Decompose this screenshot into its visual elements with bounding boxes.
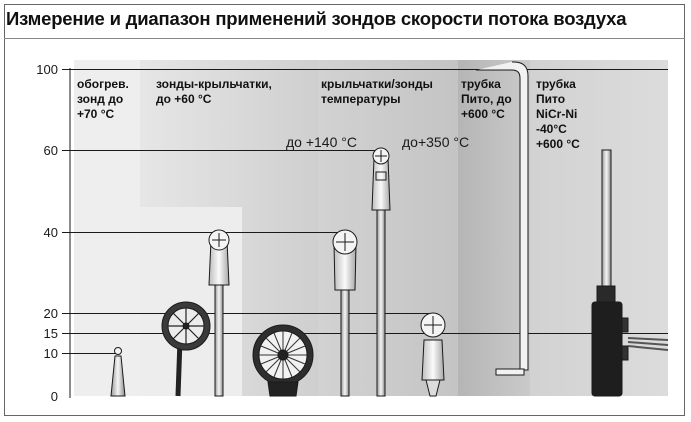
label-vane: зонды-крыльчатки, до +60 °C (156, 77, 275, 106)
fan-handle (267, 381, 299, 397)
temperature-annotations: до +140 °C до+350 °C (286, 134, 469, 150)
tick-20: 20 (44, 306, 58, 321)
pitot-tube (476, 61, 529, 376)
title-divider (4, 38, 685, 39)
column-labels: обогрев. зонд до +70 °C зонды-крыльчатки… (77, 77, 581, 151)
panel-heated (74, 60, 140, 396)
pitot-tube-foot (495, 368, 525, 376)
nicr-collar (596, 285, 616, 303)
heated-probe-body (110, 355, 126, 397)
vane-temp-probe-2 (371, 147, 391, 397)
tick-15: 15 (44, 326, 58, 341)
pitot-nicr-tube (591, 149, 669, 397)
nicr-hoses (627, 337, 669, 351)
label-vane-temp: крыльчатки/зонды температуры (321, 77, 436, 106)
vane-temp-probe-3 (420, 312, 446, 397)
annotation-350: до+350 °C (402, 134, 469, 150)
vane-probe-shaft (214, 284, 224, 397)
vane-temp-probe-1 (332, 229, 358, 397)
tick-10: 10 (44, 346, 58, 361)
tick-60: 60 (44, 143, 58, 158)
heated-probe (110, 347, 126, 397)
heated-probe-tip (114, 347, 122, 355)
nicr-handle (591, 301, 623, 397)
annotation-140: до +140 °C (286, 134, 357, 150)
label-heated: обогрев. зонд до +70 °C (77, 77, 132, 121)
label-pitot: трубка Пито, до +600 °C (461, 77, 515, 121)
tick-40: 40 (44, 225, 58, 240)
diagram-title: Измерение и диапазон применений зондов с… (6, 8, 627, 29)
nicr-shaft (601, 149, 612, 291)
vane-anemometer-large (161, 301, 211, 397)
y-tick-labels: 100 60 40 20 15 10 0 (36, 62, 58, 404)
tick-100: 100 (36, 62, 58, 77)
vane-probe-tall (208, 229, 230, 397)
label-pitot-nicr: трубка Пито NiCr-Ni -40°C +600 °C (536, 77, 581, 151)
panel-pitot (458, 60, 530, 396)
vane-anemometer-wide (252, 324, 314, 397)
tick-0: 0 (51, 389, 58, 404)
